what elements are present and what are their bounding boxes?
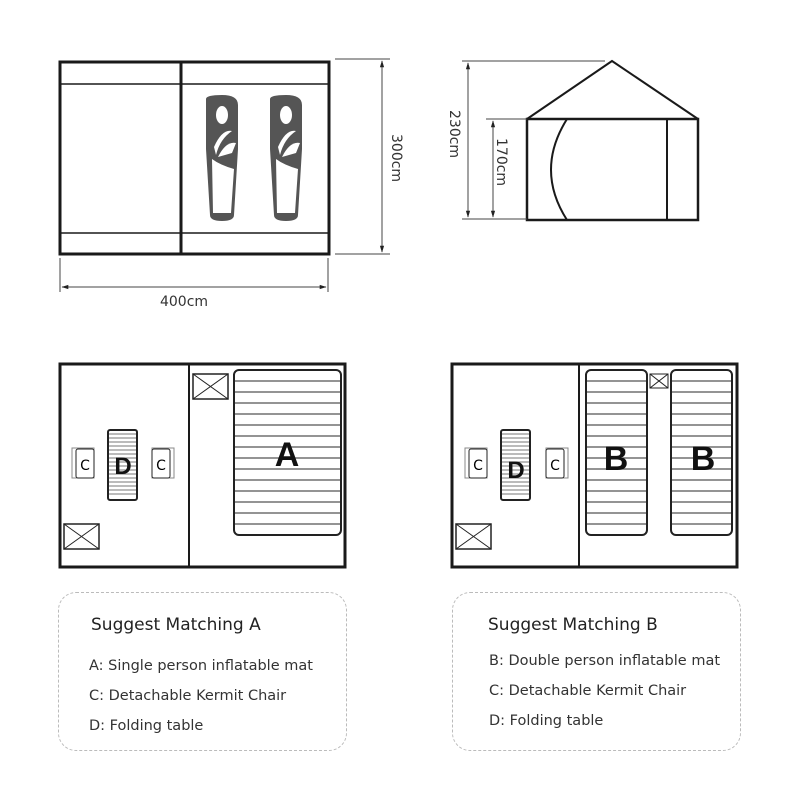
matching-card-a: Suggest Matching A A: Single person infl… [58, 592, 347, 751]
wall-height-label: 170cm [493, 138, 509, 186]
table-label: D [507, 457, 524, 484]
card-line: B: Double person inflatable mat [489, 653, 721, 669]
floorplan-b: C C D B B [450, 362, 739, 569]
width-label: 400cm [160, 294, 208, 310]
card-line: D: Folding table [489, 713, 604, 729]
card-line: A: Single person inflatable mat [89, 658, 313, 674]
card-line: C: Detachable Kermit Chair [89, 688, 287, 704]
card-title: Suggest Matching B [488, 615, 658, 635]
chair-label: C [550, 458, 560, 474]
card-line: C: Detachable Kermit Chair [489, 683, 687, 699]
chair-label: C [156, 458, 166, 474]
height-dimensions [462, 60, 605, 220]
chair-label: C [80, 458, 90, 474]
sleeping-bag-icon [206, 95, 238, 221]
chair-label: C [473, 458, 483, 474]
card-line: D: Folding table [89, 718, 204, 734]
sleeping-bag-icon [270, 95, 302, 221]
depth-dimension [59, 58, 390, 292]
mat-label: A [275, 436, 300, 474]
total-height-label: 230cm [446, 110, 462, 158]
table-label: D [114, 453, 131, 480]
floorplan-a: C C D A [58, 362, 347, 569]
card-title: Suggest Matching A [91, 615, 261, 635]
matching-card-b: Suggest Matching B B: Double person infl… [452, 592, 741, 751]
tent-side-view [525, 59, 700, 222]
mat-label: B [691, 440, 716, 478]
depth-label: 300cm [388, 134, 404, 182]
mat-label: B [604, 440, 629, 478]
tent-top-view [58, 60, 331, 256]
